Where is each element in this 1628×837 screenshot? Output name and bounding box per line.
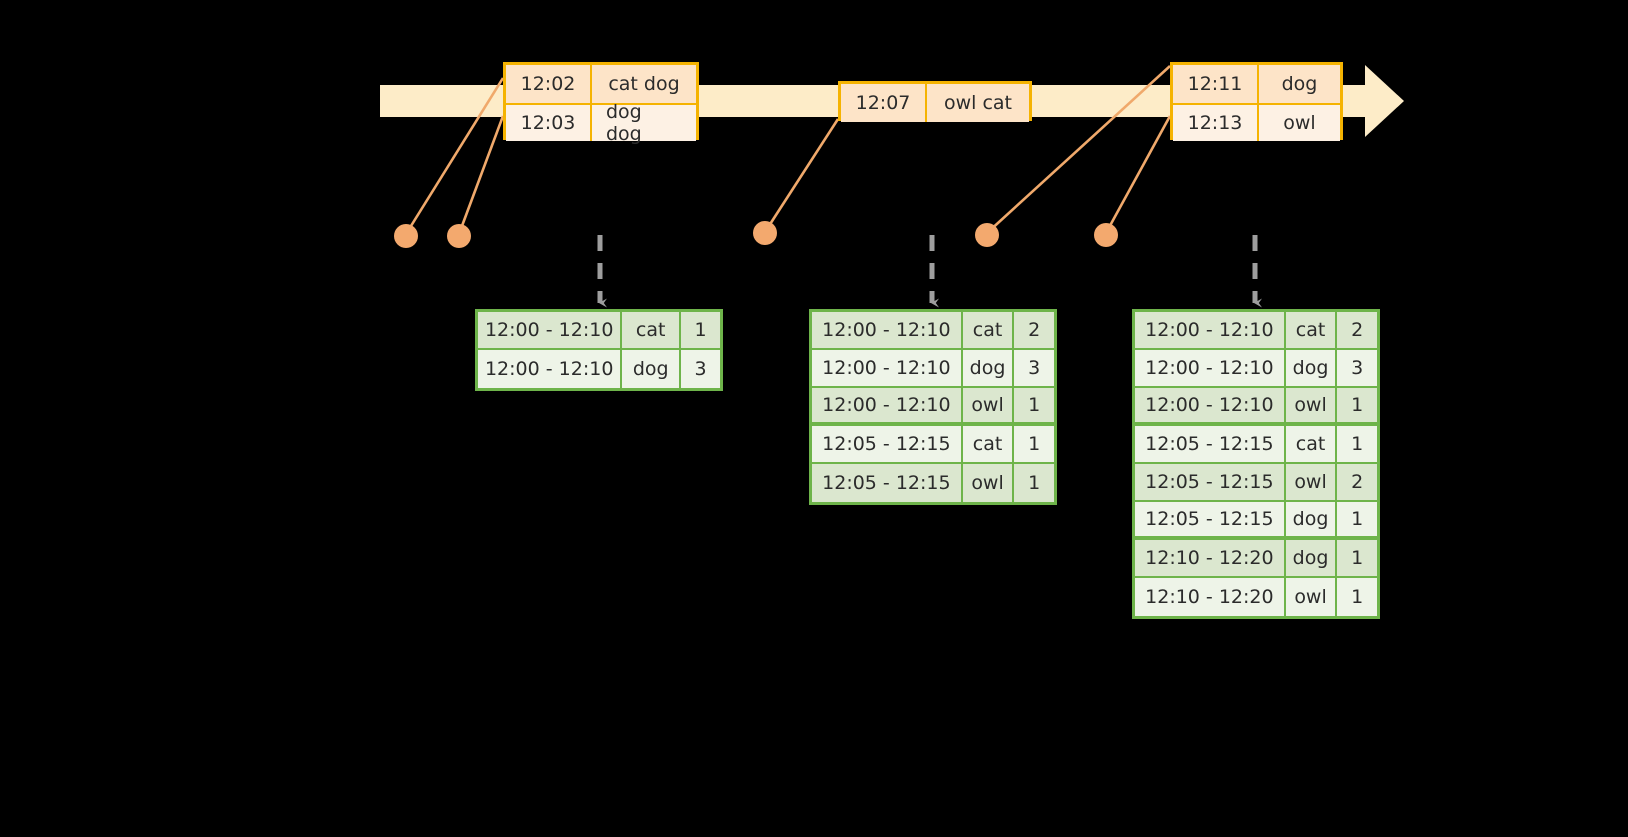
cell-count: 1	[694, 319, 707, 341]
table-row[interactable]: 12:00 - 12:10 owl 1	[812, 388, 1054, 426]
table-row[interactable]: 12:00 - 12:10 dog 3	[812, 350, 1054, 388]
event-dot-1	[394, 224, 418, 248]
event-words: owl	[1283, 112, 1316, 134]
cell-count: 2	[1351, 471, 1364, 493]
event-box-2[interactable]: 12:07 owl cat	[838, 81, 1032, 122]
cell-word: cat	[1286, 426, 1338, 462]
cell-count: 2	[1351, 319, 1364, 341]
cell-window: 12:05 - 12:15	[812, 426, 963, 462]
cell-window: 12:05 - 12:15	[1135, 426, 1286, 462]
dashed-arrows	[597, 235, 1262, 308]
table-row[interactable]: 12:05 - 12:15 owl 1	[812, 464, 1054, 502]
table-row[interactable]: 12:10 - 12:20 dog 1	[1135, 540, 1377, 578]
event-box-3[interactable]: 12:11 dog 12:13 owl	[1170, 62, 1343, 141]
table-row[interactable]: 12:10 - 12:20 owl 1	[1135, 578, 1377, 616]
event-dot-4	[975, 223, 999, 247]
event-time: 12:13	[1173, 105, 1259, 141]
event-dot-5	[1094, 223, 1118, 247]
table-row[interactable]: 12:05 - 12:15 cat 1	[1135, 426, 1377, 464]
table-row[interactable]: 12:00 - 12:10 cat 1	[478, 312, 720, 350]
cell-window: 12:00 - 12:10	[478, 312, 623, 348]
table-row[interactable]: 12:00 - 12:10 cat 2	[1135, 312, 1377, 350]
table-row[interactable]: 12:00 - 12:10 dog 3	[478, 350, 720, 388]
event-words: owl cat	[943, 92, 1013, 114]
cell-window: 12:00 - 12:10	[1135, 312, 1286, 348]
table-row[interactable]: 12:05 - 12:15 owl 2	[1135, 464, 1377, 502]
cell-count: 3	[694, 358, 707, 380]
event-time: 12:02	[506, 65, 592, 103]
cell-window: 12:05 - 12:15	[812, 464, 963, 502]
cell-word: dog	[963, 350, 1015, 386]
cell-count: 3	[1351, 357, 1364, 379]
event-box-1[interactable]: 12:02 cat dog 12:03 dog dog	[503, 62, 699, 145]
cell-word: owl	[963, 388, 1015, 422]
table-row[interactable]: 12:00 - 12:10 cat 2	[812, 312, 1054, 350]
table-row[interactable]: 12:00 - 12:10 owl 1	[1135, 388, 1377, 426]
cell-word: owl	[1286, 578, 1338, 616]
event-row[interactable]: 12:02 cat dog	[506, 65, 696, 103]
event-row[interactable]: 12:03 dog dog	[506, 101, 696, 145]
event-row[interactable]: 12:13 owl	[1173, 103, 1340, 141]
cell-count: 1	[1028, 472, 1041, 494]
cell-word: cat	[963, 312, 1015, 348]
cell-window: 12:00 - 12:10	[1135, 350, 1286, 386]
cell-window: 12:00 - 12:10	[812, 350, 963, 386]
cell-word: dog	[1286, 350, 1338, 386]
cell-word: dog	[1286, 502, 1338, 536]
cell-count: 1	[1351, 586, 1364, 608]
cell-count: 1	[1351, 508, 1364, 530]
cell-count: 3	[1028, 357, 1041, 379]
cell-word: dog	[622, 350, 681, 388]
cell-word: cat	[963, 426, 1015, 462]
event-words: dog dog	[606, 101, 642, 145]
cell-count: 1	[1028, 433, 1041, 455]
cell-word: owl	[963, 464, 1015, 502]
event-time: 12:07	[841, 84, 927, 122]
cell-count: 1	[1351, 433, 1364, 455]
cell-window: 12:00 - 12:10	[1135, 388, 1286, 422]
table-row[interactable]: 12:00 - 12:10 dog 3	[1135, 350, 1377, 388]
result-table-2[interactable]: 12:00 - 12:10 cat 2 12:00 - 12:10 dog 3 …	[809, 309, 1057, 505]
event-row[interactable]: 12:07 owl cat	[841, 84, 1029, 122]
cell-count: 1	[1351, 547, 1364, 569]
event-dots	[394, 221, 1118, 248]
cell-window: 12:10 - 12:20	[1135, 540, 1286, 576]
event-dot-3	[753, 221, 777, 245]
cell-window: 12:05 - 12:15	[1135, 464, 1286, 500]
cell-word: cat	[1286, 312, 1338, 348]
event-time: 12:11	[1173, 65, 1259, 103]
cell-word: dog	[1286, 540, 1338, 576]
cell-word: owl	[1286, 388, 1338, 422]
event-dot-2	[447, 224, 471, 248]
event-time: 12:03	[506, 105, 592, 141]
result-table-1[interactable]: 12:00 - 12:10 cat 1 12:00 - 12:10 dog 3	[475, 309, 723, 391]
cell-window: 12:00 - 12:10	[812, 388, 963, 422]
event-row[interactable]: 12:11 dog	[1173, 65, 1340, 103]
event-words: dog	[1281, 73, 1318, 95]
cell-word: owl	[1286, 464, 1338, 500]
cell-window: 12:00 - 12:10	[478, 350, 623, 388]
event-words: cat dog	[608, 73, 680, 95]
cell-count: 1	[1351, 394, 1364, 416]
cell-window: 12:05 - 12:15	[1135, 502, 1286, 536]
result-table-3[interactable]: 12:00 - 12:10 cat 2 12:00 - 12:10 dog 3 …	[1132, 309, 1380, 619]
cell-word: cat	[622, 312, 681, 348]
table-row[interactable]: 12:05 - 12:15 dog 1	[1135, 502, 1377, 540]
table-row[interactable]: 12:05 - 12:15 cat 1	[812, 426, 1054, 464]
cell-window: 12:00 - 12:10	[812, 312, 963, 348]
cell-window: 12:10 - 12:20	[1135, 578, 1286, 616]
cell-count: 2	[1028, 319, 1041, 341]
cell-count: 1	[1028, 394, 1041, 416]
